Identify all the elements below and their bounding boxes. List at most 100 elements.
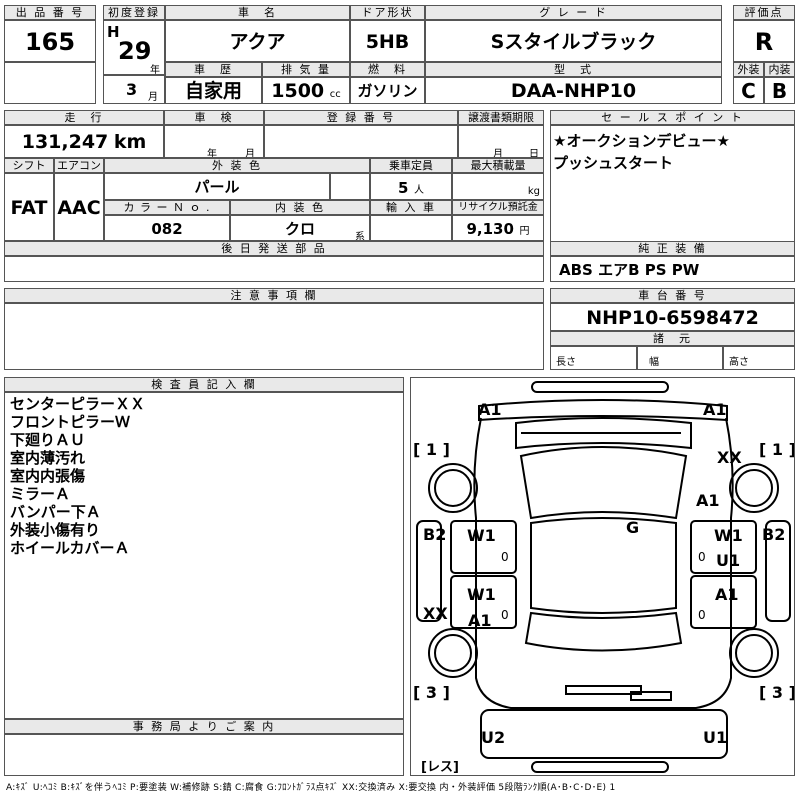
mark-right-b2: B2 [762,525,786,544]
capacity-cell: 5 人 [370,173,452,200]
grade-label: グ レ ー ド [425,5,722,20]
mark-door-rr-a1: A1 [715,585,739,604]
aircon: AAC [54,173,104,241]
mark-door-fl-zero: 0 [501,550,509,564]
mark-door-fr-u1: U1 [716,551,741,570]
mileage-label: 走 行 [4,110,164,125]
equipment: ABS エアB PS PW [550,256,795,282]
aircon-label: エアコン [54,158,104,173]
year-unit: 年 [150,65,160,75]
inspection-month-unit: 月 [245,149,255,158]
damage-diagram: A1 A1 [ 1 ] [ 1 ] XX A1 G B2 B2 W1 0 W1 … [410,377,795,776]
month-unit: 月 [148,92,158,103]
registration-number-label: 登 録 番 号 [264,110,458,125]
registration-number [264,125,458,158]
transfer-month-unit: 月 [493,149,503,158]
mark-corner-bottom-left: [ 3 ] [413,683,450,702]
inspector-note: センターピラーＸＸ [10,395,146,413]
sales-point-line: プッシュスタート [553,154,674,172]
height-label: 高さ [729,357,749,368]
inspection-cell: 年 月 [164,125,264,158]
registration-year: 29 [118,37,152,65]
history-label: 車 歴 [165,62,262,77]
width-cell: 幅 [637,346,723,370]
office-notice-label: 事 務 局 よ り ご 案 内 [4,719,404,734]
caution-area [4,303,544,370]
mark-corner-top-right: [ 1 ] [759,440,795,459]
door-type-label: ドア形状 [350,5,425,20]
mark-door-fr-zero: 0 [698,550,706,564]
import-value [370,215,452,241]
score-label: 評価点 [733,5,795,20]
max-load-cell: kg [452,173,544,200]
mark-rear-right: U1 [703,728,728,747]
mark-door-rl-a1: A1 [468,611,492,630]
mark-front-left: A1 [478,400,502,419]
mark-door-fr-w1: W1 [714,526,743,545]
mileage-unit: km [113,131,147,153]
transfer-deadline-cell: 月 日 [458,125,544,158]
mark-rear-left: U2 [481,728,506,747]
chassis-number: NHP10-6598472 [550,303,795,331]
car-name-label: 車 名 [165,5,350,20]
first-registration-label: 初度登録 [103,5,165,20]
mark-corner-top-left: [ 1 ] [413,440,450,459]
mark-res: [レス] [421,760,459,775]
inspector-note: 室内薄汚れ [10,449,86,467]
mileage: 131,247 [21,131,109,153]
mark-g: G [626,518,640,537]
mark-right-xx: XX [717,448,742,467]
sales-point-line: ★オークションデビュー★ [553,132,730,150]
import-label: 輸 入 車 [370,200,452,215]
era-mark: H [107,23,120,41]
width-label: 幅 [649,357,659,368]
capacity: 5 [397,179,409,197]
interior-color: クロ [284,220,315,238]
inspection-label: 車 検 [164,110,264,125]
first-registration-month-cell: 3 月 [103,75,165,104]
displacement-label: 排 気 量 [262,62,350,77]
caution-label: 注 意 事 項 欄 [4,288,544,303]
sales-points: ★オークションデビュー★ プッシュスタート [550,125,795,255]
mark-door-rl-zero: 0 [501,608,509,622]
transfer-day-unit: 日 [529,149,539,158]
interior-score-label: 内装 [764,62,795,77]
interior-color-suffix: 系 [355,232,365,241]
mark-right-a1: A1 [696,491,720,510]
inspector-note: バンパー下Ａ [10,503,101,521]
model-code: DAA-NHP10 [425,77,722,104]
mark-corner-bottom-right: [ 3 ] [759,683,795,702]
mark-front-right: A1 [703,400,727,419]
displacement: 1500 [271,80,325,102]
legend: A:ｷｽﾞ U:ﾍｺﾐ B:ｷｽﾞを伴うﾍｺﾐ P:要塗装 W:補修跡 S:錆 … [6,783,616,793]
exterior-color-label: 外 装 色 [104,158,370,173]
model-code-label: 型 式 [425,62,722,77]
interior-color-cell: クロ 系 [230,215,370,241]
registration-month: 3 [126,80,138,99]
inspector-note: 下廻りＡＵ [10,431,86,449]
height-cell: 高さ [723,346,795,370]
shift: FAT [4,173,54,241]
fuel: ガソリン [350,77,425,104]
inspector-note: フロントピラーＷ [10,413,131,431]
displacement-unit: cc [329,89,341,100]
mark-left-xx: XX [423,604,448,623]
exterior-color-extra [330,173,370,200]
spec-label: 諸 元 [550,331,795,346]
lot-number: 165 [4,20,96,62]
shift-label: シフト [4,158,54,173]
lot-number-label: 出 品 番 号 [4,5,96,20]
score: R [733,20,795,62]
exterior-color: パール [104,173,330,200]
transfer-deadline-label: 譲渡書類期限 [458,110,544,125]
exterior-score: C [733,77,764,104]
inspection-year-unit: 年 [207,149,217,158]
mark-door-rl-w1: W1 [467,585,496,604]
color-number-label: カ ラ ー Ｎ ｏ . [104,200,230,215]
first-registration-year-cell: H 29 年 [103,20,165,75]
mileage-cell: 131,247 km [4,125,164,158]
capacity-label: 乗車定員 [370,158,452,173]
length-label: 長さ [556,357,576,368]
inspector-note: 外装小傷有り [10,521,101,539]
mark-door-rr-zero: 0 [698,608,706,622]
